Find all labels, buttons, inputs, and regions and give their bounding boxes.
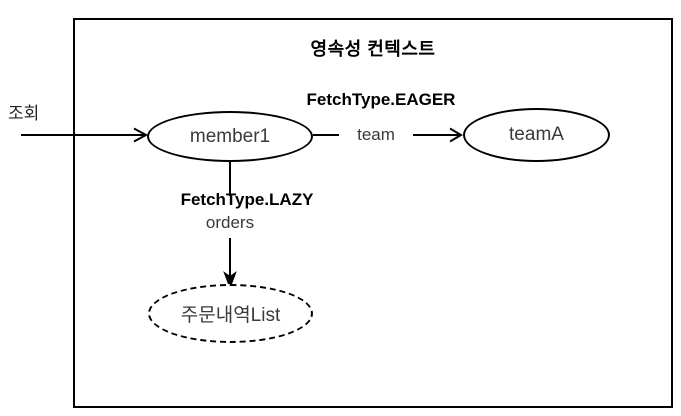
orders-edge-arrow-icon — [223, 238, 237, 290]
fetch-eager-label: FetchType.EAGER — [306, 90, 456, 109]
orders-list-node-label: 주문내역List — [180, 305, 281, 326]
lookup-label: 조회 — [8, 104, 40, 123]
member1-node: member1 — [147, 111, 313, 162]
lookup-arrow-icon — [21, 127, 149, 143]
orders-list-node: 주문내역List — [148, 284, 313, 343]
orders-edge-label: orders — [205, 213, 255, 232]
persistence-context-box — [73, 18, 673, 408]
member1-node-label: member1 — [189, 125, 271, 147]
orders-edge-stem-line — [229, 161, 231, 196]
team-edge-label: team — [339, 125, 413, 145]
persistence-context-title: 영속성 컨텍스트 — [310, 39, 436, 59]
fetch-lazy-label: FetchType.LAZY — [180, 190, 314, 209]
teamA-node-label: teamA — [509, 124, 564, 145]
teamA-node: teamA — [463, 108, 610, 162]
